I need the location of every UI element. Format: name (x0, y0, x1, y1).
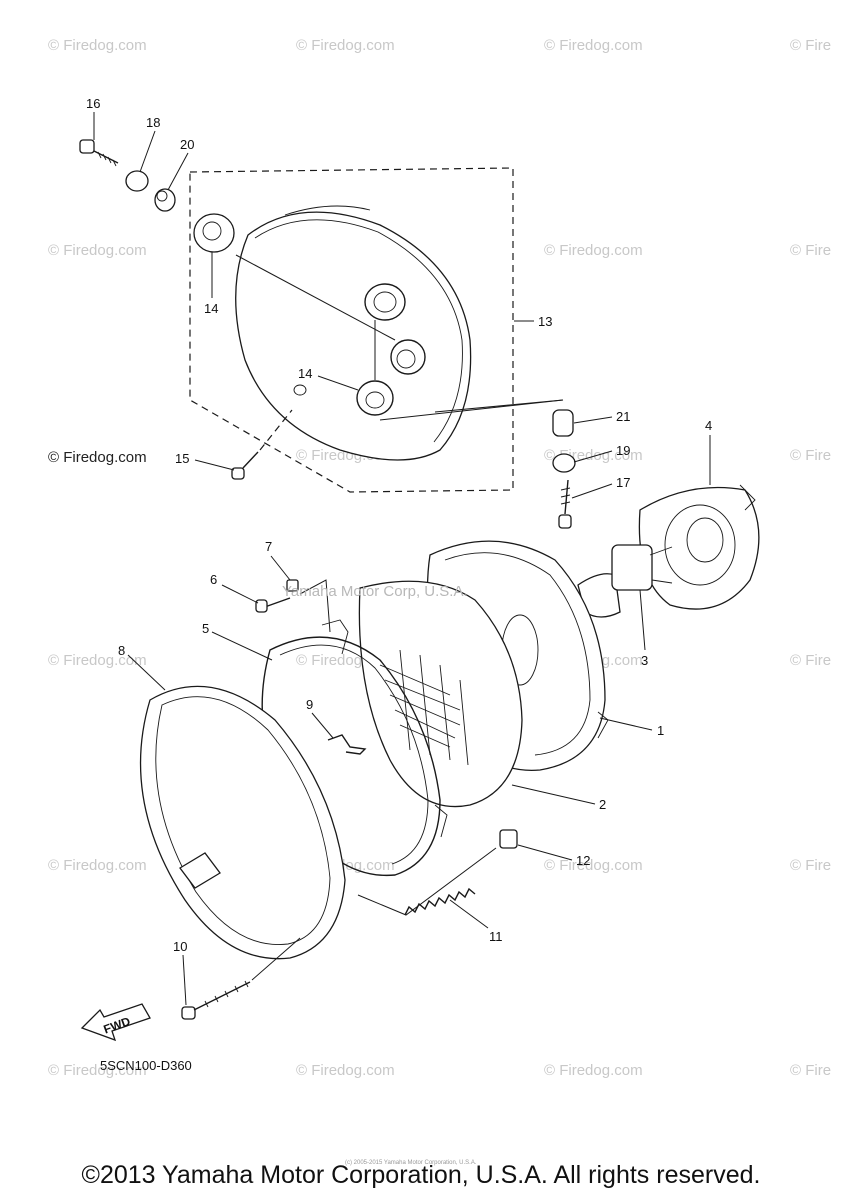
corp-watermark: Yamaha Motor Corp, U.S.A. (282, 583, 468, 600)
callout-14-upper: 14 (204, 301, 218, 316)
watermark: © Firedog.com (48, 1062, 147, 1079)
part-4-socket-cover (638, 484, 760, 610)
watermark: © Firedog.com (544, 242, 643, 259)
callout-14-lower: 14 (298, 366, 312, 381)
callout-11: 11 (489, 929, 503, 944)
callout-8: 8 (118, 643, 125, 658)
watermark: © Firedog.com (544, 857, 643, 874)
callout-18: 18 (146, 115, 160, 130)
callout-9: 9 (306, 697, 313, 712)
watermark-corner: © Fire (790, 37, 831, 54)
hardware-6-7 (255, 579, 331, 633)
callout-1: 1 (657, 723, 664, 738)
callout-19: 19 (616, 443, 630, 458)
hardware-right (552, 409, 576, 529)
part-10-screw (181, 937, 301, 1020)
callout-20: 20 (180, 137, 194, 152)
fwd-arrow: FWD (80, 1003, 151, 1042)
watermark: © Firedog.com (544, 1062, 643, 1079)
part-15-screw (231, 409, 293, 480)
callout-5: 5 (202, 621, 209, 636)
watermark: © Firedog.com (48, 37, 147, 54)
callout-21: 21 (616, 409, 630, 424)
callouts: 16 18 20 14 14 13 15 21 19 17 4 7 6 5 8 … (86, 96, 712, 1006)
part-8-rim (139, 685, 346, 960)
watermark: © Firedog.com (48, 652, 147, 669)
callout-10: 10 (173, 939, 187, 954)
watermark: © Firedog.com (48, 857, 147, 874)
watermark-corner: © Fire (790, 652, 831, 669)
part-2-lens (358, 580, 523, 808)
watermark-corner: © Fire (790, 1062, 831, 1079)
watermark-dark: © Firedog.com (48, 449, 147, 466)
watermark-corner: © Fire (790, 447, 831, 464)
callout-13: 13 (538, 314, 552, 329)
callout-2: 2 (599, 797, 606, 812)
small-print: (c) 2005-2015 Yamaha Motor Corporation, … (345, 1160, 477, 1166)
callout-12: 12 (576, 853, 590, 868)
watermark: © Firedog.com (48, 242, 147, 259)
callout-17: 17 (616, 475, 630, 490)
callout-7: 7 (265, 539, 272, 554)
watermark-corner: © Fire (790, 857, 831, 874)
hardware-upper (79, 139, 235, 253)
part-9-clip (327, 734, 367, 755)
callout-16: 16 (86, 96, 100, 111)
callout-6: 6 (210, 572, 217, 587)
diagram-code: 5SCN100-D360 (100, 1058, 192, 1073)
part-3-bulb (577, 544, 673, 618)
part-11-spring-12-nut (357, 829, 518, 916)
callout-15: 15 (175, 451, 189, 466)
watermark: © Firedog.com (296, 37, 395, 54)
watermark: © Firedog.com (544, 37, 643, 54)
copyright-footer: ©2013 Yamaha Motor Corporation, U.S.A. A… (81, 1161, 761, 1189)
callout-3: 3 (641, 653, 648, 668)
watermark-corner: © Fire (790, 242, 831, 259)
part-13-housing (189, 167, 564, 493)
callout-4: 4 (705, 418, 712, 433)
watermark: © Firedog.com (296, 1062, 395, 1079)
